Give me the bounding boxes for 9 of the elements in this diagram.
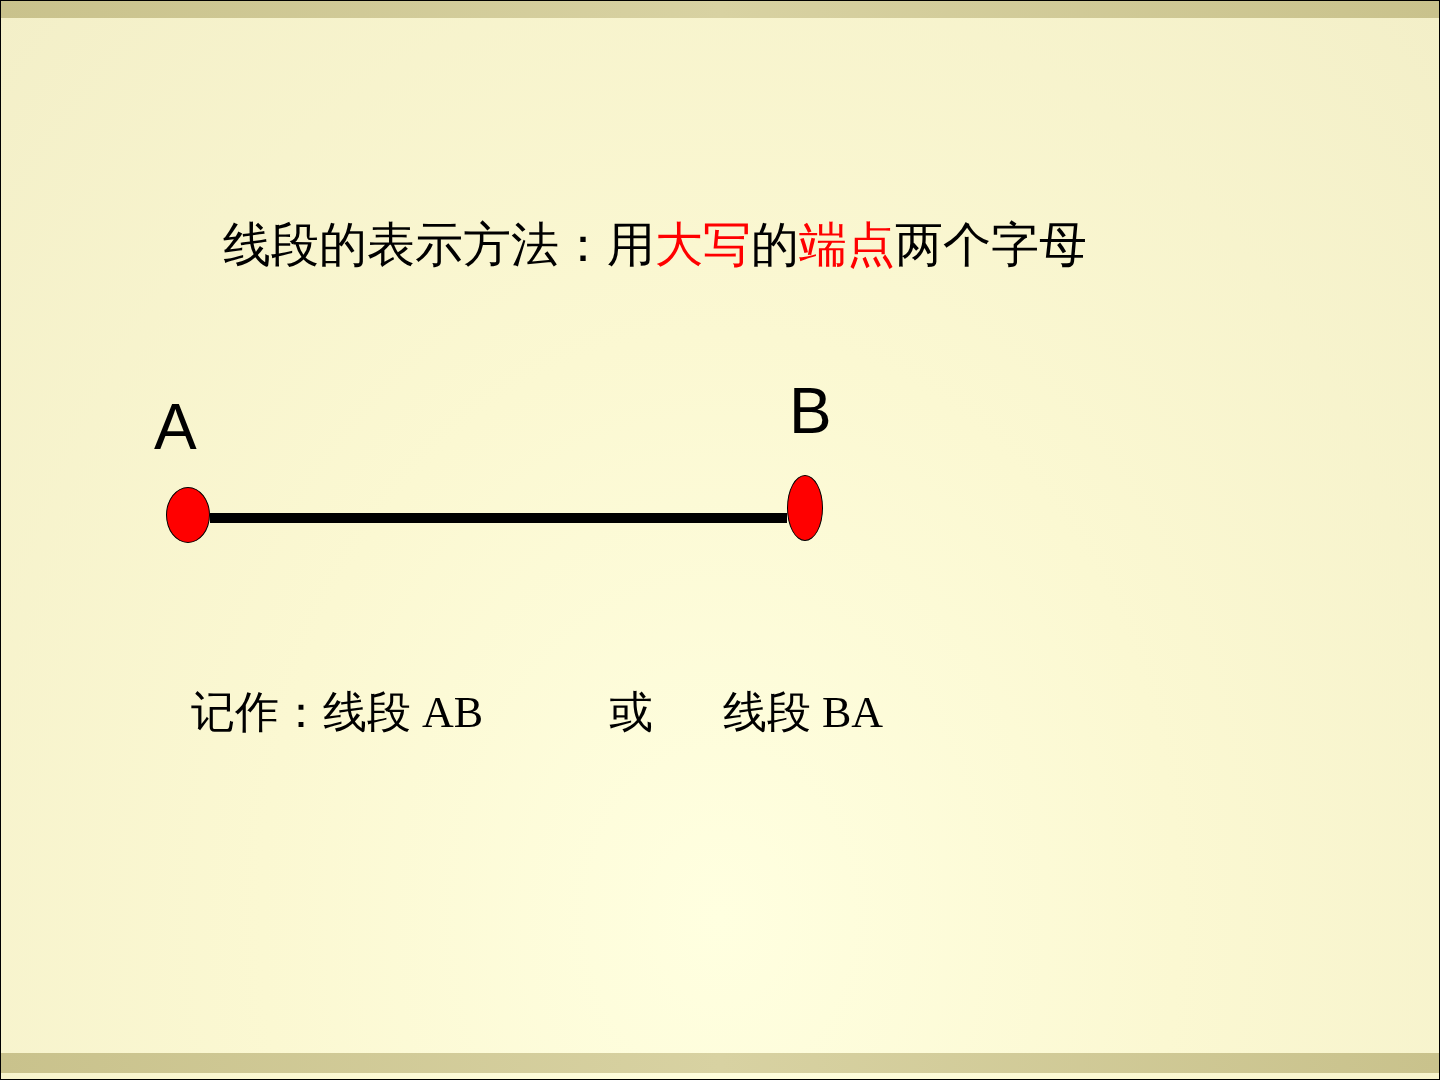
endpoint-dot [166, 487, 210, 543]
point-label: B [789, 375, 832, 447]
endpoint-dot [787, 475, 823, 541]
point-label: A [154, 391, 197, 463]
notation-text: 或 [609, 687, 653, 739]
notation-text: 记作：线段 AB [191, 687, 484, 739]
line-segment [210, 513, 787, 523]
title: 线段的表示方法：用大写的端点两个字母 [223, 217, 1087, 273]
notation-text: 线段 BA [723, 687, 884, 739]
